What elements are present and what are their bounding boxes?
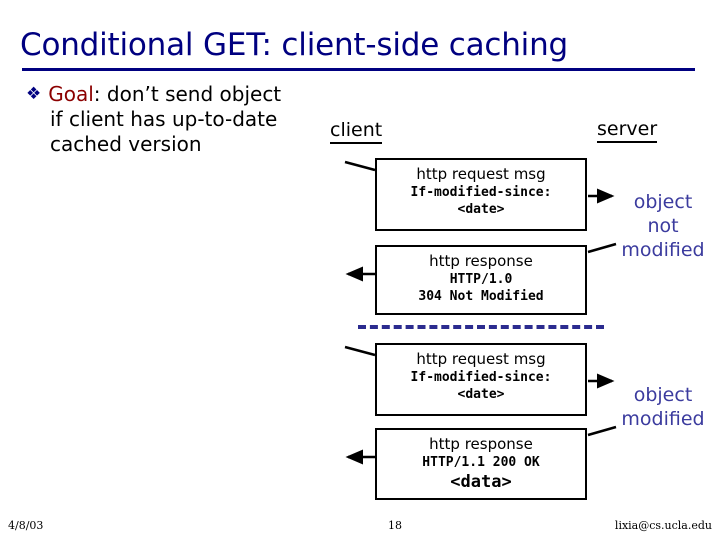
http-request-box-1-line2: <date> — [457, 202, 505, 217]
annotation-not-modified-line-3: modified — [621, 239, 705, 261]
scenario-divider-dashed-line — [358, 325, 604, 329]
http-response-box-1-line1: HTTP/1.0 — [449, 272, 513, 287]
goal-bullet-block: ❖ Goal: don’t send object if client has … — [26, 82, 346, 157]
http-request-box-2-line2: <date> — [457, 387, 505, 402]
http-response-box-1: http response HTTP/1.0 304 Not Modified — [375, 245, 587, 315]
http-response-box-2-line2: <data> — [450, 472, 512, 492]
bullet-line-3: cached version — [50, 132, 202, 156]
page-title: Conditional GET: client-side caching — [20, 27, 568, 63]
http-request-box-2-line1: If-modified-since: — [410, 370, 552, 385]
annotation-object-modified: object modified — [611, 383, 715, 431]
diamond-bullet-icon: ❖ — [26, 84, 42, 104]
annotation-not-modified-line-1: object — [633, 191, 693, 213]
footer-email: lixia@cs.ucla.edu — [614, 519, 712, 532]
bullet-line-1-text: Goal: don’t send object — [48, 82, 281, 107]
footer-page-number: 18 — [388, 519, 402, 532]
annotation-object-not-modified: object not modified — [611, 190, 715, 262]
http-response-box-2: http response HTTP/1.1 200 OK <data> — [375, 428, 587, 500]
arrow-client-to-request-1 — [344, 160, 376, 172]
arrow-client-to-request-2 — [344, 345, 376, 357]
annotation-modified-line-1: object — [633, 384, 693, 406]
http-response-box-1-title: http response — [429, 252, 533, 270]
goal-line-1-rest: don’t send object — [100, 82, 282, 106]
http-request-box-1-title: http request msg — [416, 165, 546, 183]
annotation-not-modified-line-2: not — [647, 215, 679, 237]
http-request-box-2: http request msg If-modified-since: <dat… — [375, 343, 587, 416]
http-response-box-1-line2: 304 Not Modified — [418, 289, 544, 304]
annotation-modified-line-2: modified — [621, 408, 705, 430]
goal-keyword: Goal — [48, 82, 94, 106]
bullet-line-2: if client has up-to-date — [50, 107, 278, 131]
http-request-box-1: http request msg If-modified-since: <dat… — [375, 158, 587, 231]
goal-colon: : — [93, 82, 101, 106]
server-label: server — [597, 119, 658, 143]
client-label: client — [330, 120, 383, 144]
title-underline-rule — [22, 68, 695, 71]
footer-date: 4/8/03 — [8, 519, 44, 532]
http-response-box-2-line1: HTTP/1.1 200 OK — [422, 455, 540, 470]
http-request-box-2-title: http request msg — [416, 350, 546, 368]
http-response-box-2-title: http response — [429, 435, 533, 453]
http-request-box-1-line1: If-modified-since: — [410, 185, 552, 200]
bullet-line-1: ❖ Goal: don’t send object — [26, 82, 346, 107]
